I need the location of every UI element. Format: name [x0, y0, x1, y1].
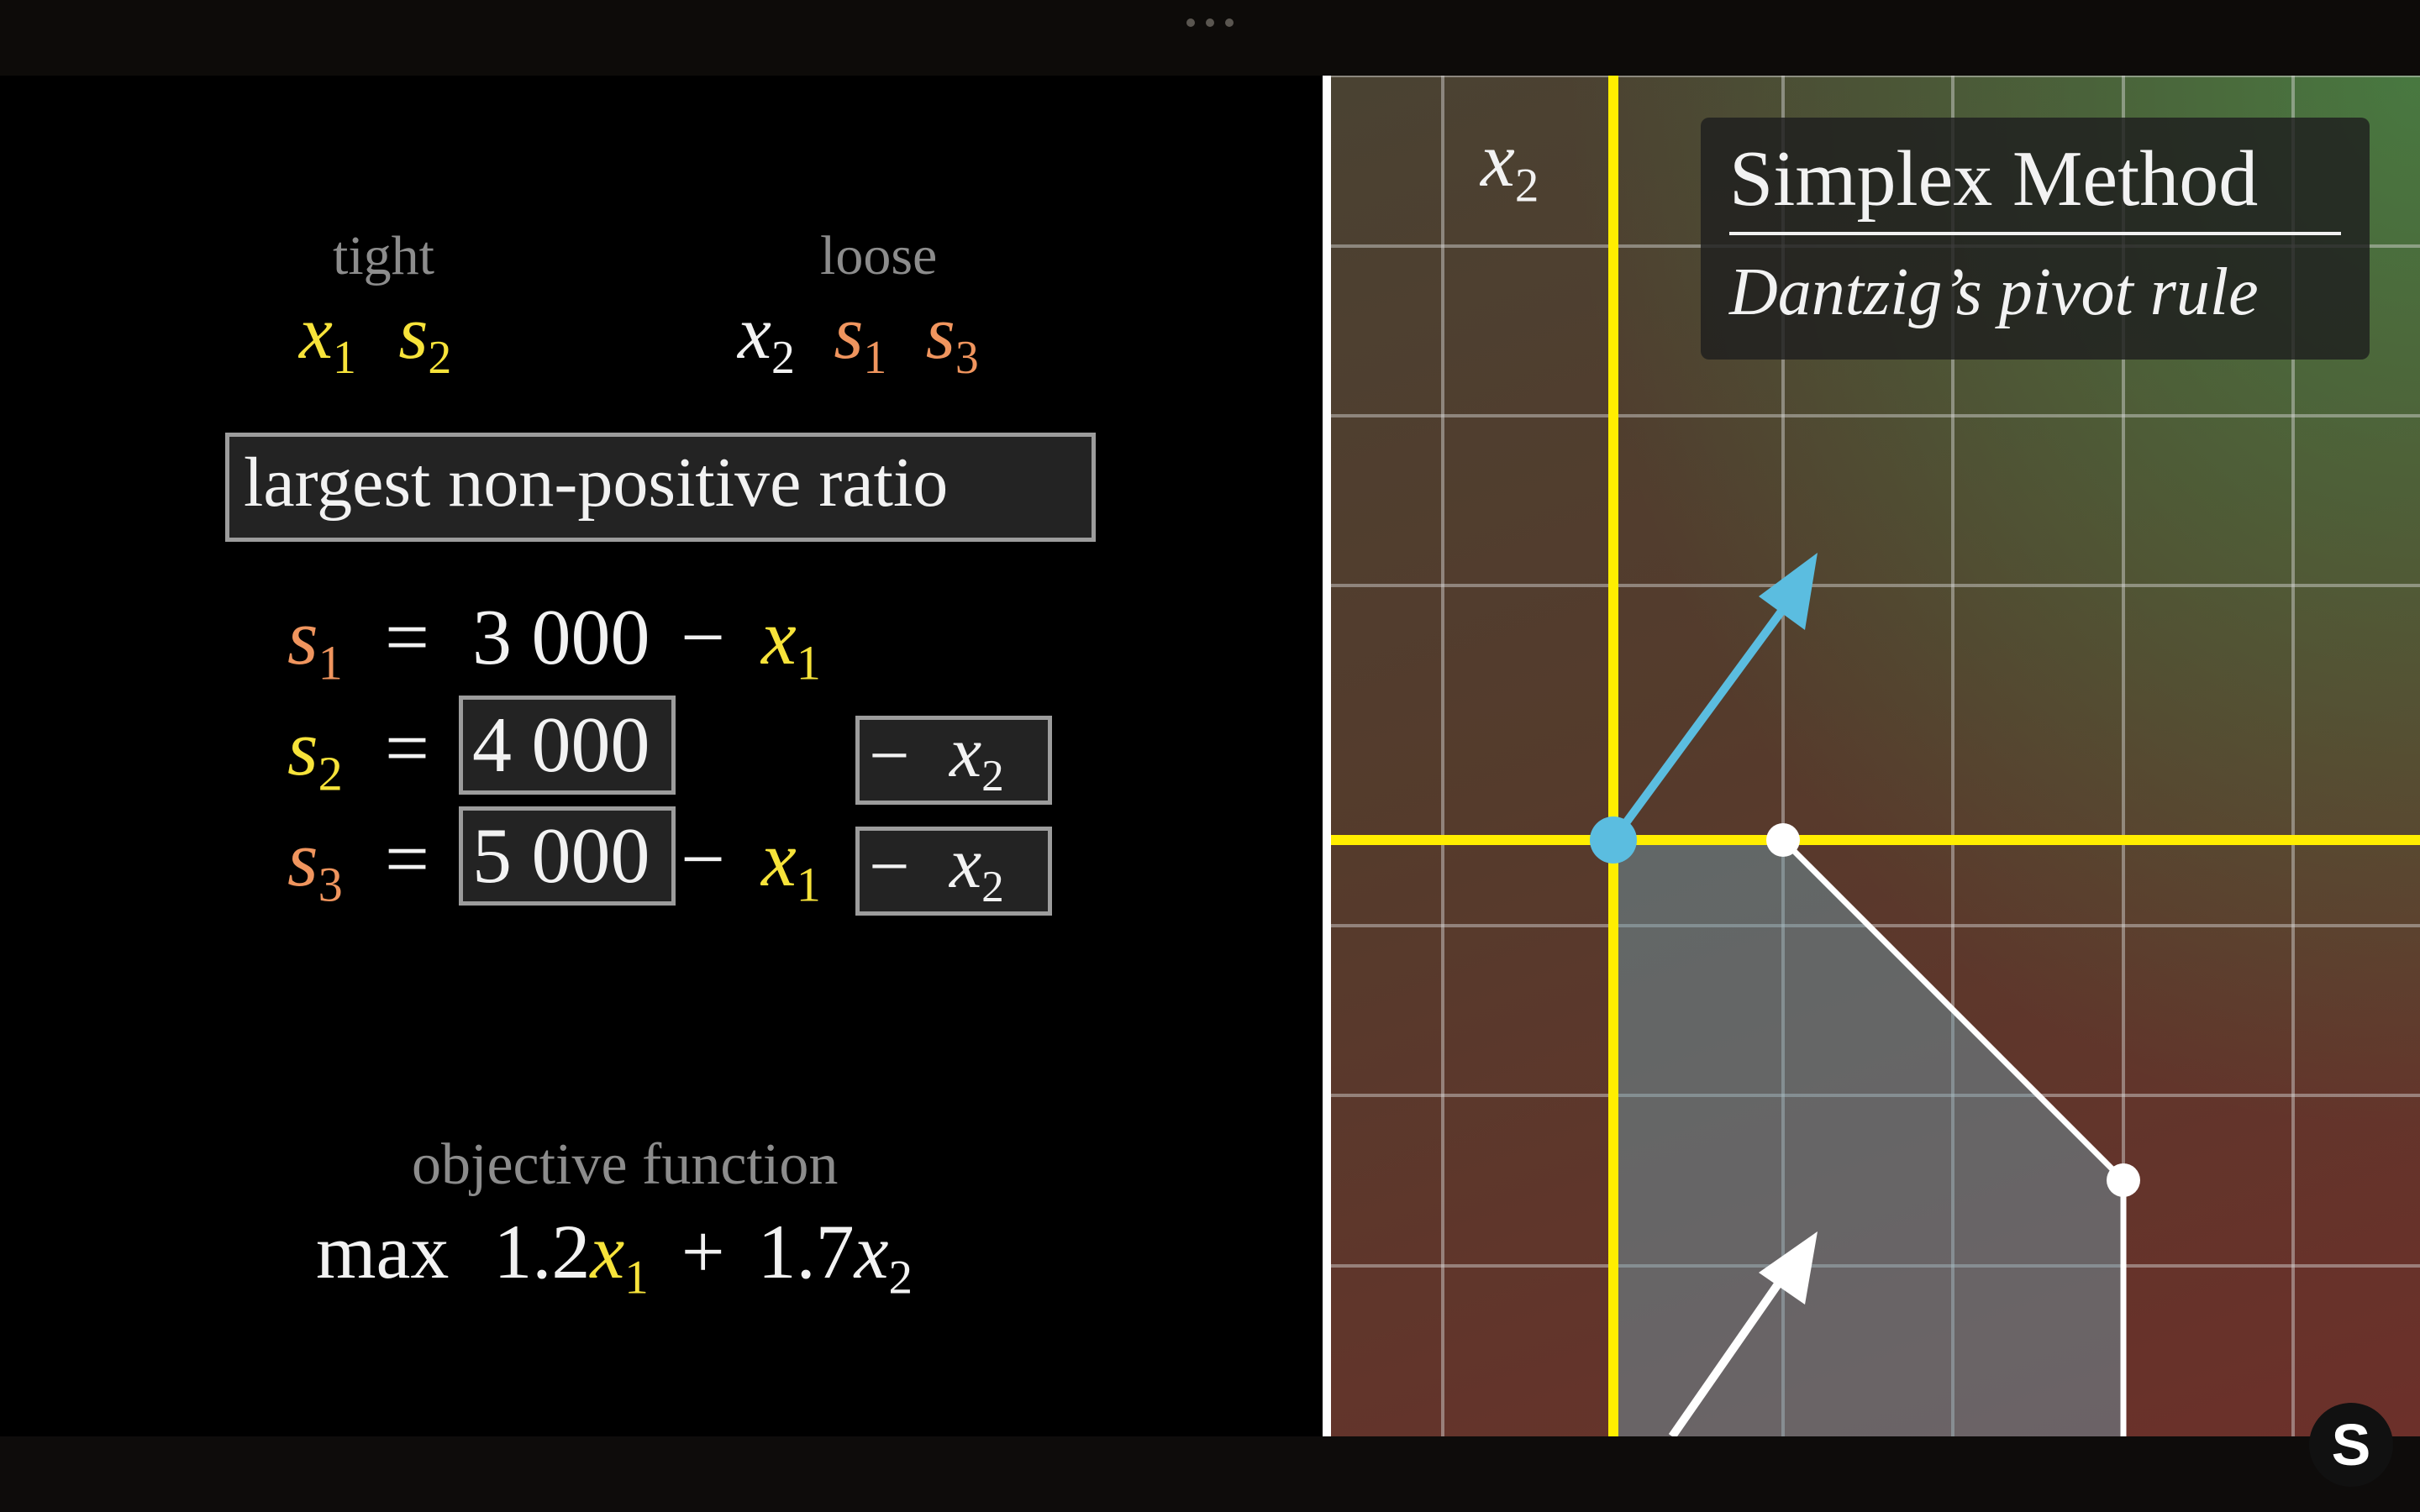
pivot-direction-arrowhead	[1759, 553, 1818, 630]
panel-divider	[1323, 76, 1331, 1436]
eq3-var-1: x1	[761, 816, 821, 912]
eq3-minus-1: −	[681, 816, 726, 903]
pivot-direction-arrow-shaft	[1609, 606, 1787, 843]
eq1-equals: =	[385, 594, 430, 681]
graph-svg	[1328, 76, 2420, 1436]
eq2-var: x2	[950, 711, 1004, 801]
eq3-lhs: s3	[287, 816, 343, 912]
feasible-region	[1613, 840, 2123, 1436]
title-box	[1701, 118, 2370, 360]
ellipsis-icon[interactable]	[1186, 18, 1234, 29]
vertex-point-2	[2107, 1163, 2140, 1197]
top-bar	[0, 0, 2420, 76]
eq2-equals: =	[385, 705, 430, 792]
eq2-x2-box	[855, 716, 1052, 805]
bottom-bar	[0, 1436, 2420, 1512]
loose-vars: x2 s1 s3	[738, 296, 979, 382]
title-underline	[1729, 232, 2341, 235]
current-vertex	[1590, 816, 1637, 864]
vertex-point-1	[1766, 823, 1800, 857]
eq1-constant: 3 000	[472, 594, 650, 681]
pivot-rule-text: largest non-positive ratio	[244, 444, 949, 522]
equation-2: s2	[287, 709, 343, 799]
objective-label: objective function	[412, 1132, 839, 1197]
eq3-equals: =	[385, 816, 430, 903]
equation-1: s1	[287, 598, 343, 688]
eq3-minus-2: −	[869, 826, 910, 906]
var-s3: s3	[925, 291, 979, 384]
title-text: Simplex Method	[1729, 135, 2259, 223]
eq3-x2-box	[855, 827, 1052, 916]
var-s1: s1	[834, 291, 887, 384]
tight-vars: x1 s2	[299, 296, 451, 382]
pivot-rule-box	[225, 433, 1096, 542]
var-x2: x2	[738, 291, 795, 384]
eq2-lhs: s2	[287, 705, 343, 801]
subtitle-text: Dantzig’s pivot rule	[1729, 255, 2259, 329]
var-s2: s2	[398, 291, 452, 384]
eq3-constant-box	[459, 806, 676, 906]
x2-axis-label: x2	[1481, 117, 1539, 213]
eq2-constant: 4 000	[472, 701, 650, 789]
channel-logo-icon: S	[2309, 1403, 2393, 1487]
loose-label: loose	[820, 225, 938, 286]
var-x1: x1	[299, 291, 356, 384]
constraint-edge-diagonal	[1781, 837, 2126, 1183]
eq2-minus: −	[869, 715, 910, 795]
eq1-minus: −	[681, 594, 726, 681]
eq2-constant-box	[459, 696, 676, 795]
objective-arrowhead	[1759, 1231, 1818, 1305]
eq3-var-2: x2	[950, 822, 1004, 912]
equation-3: s3	[287, 820, 343, 910]
tight-label: tight	[333, 225, 435, 286]
eq1-lhs: s1	[287, 594, 343, 690]
objective-arrow-shaft	[1668, 1274, 1787, 1436]
eq1-var: x1	[761, 594, 821, 690]
objective-function: max 1.2x1 + 1.7x2	[316, 1209, 913, 1305]
eq3-constant: 5 000	[472, 812, 650, 900]
